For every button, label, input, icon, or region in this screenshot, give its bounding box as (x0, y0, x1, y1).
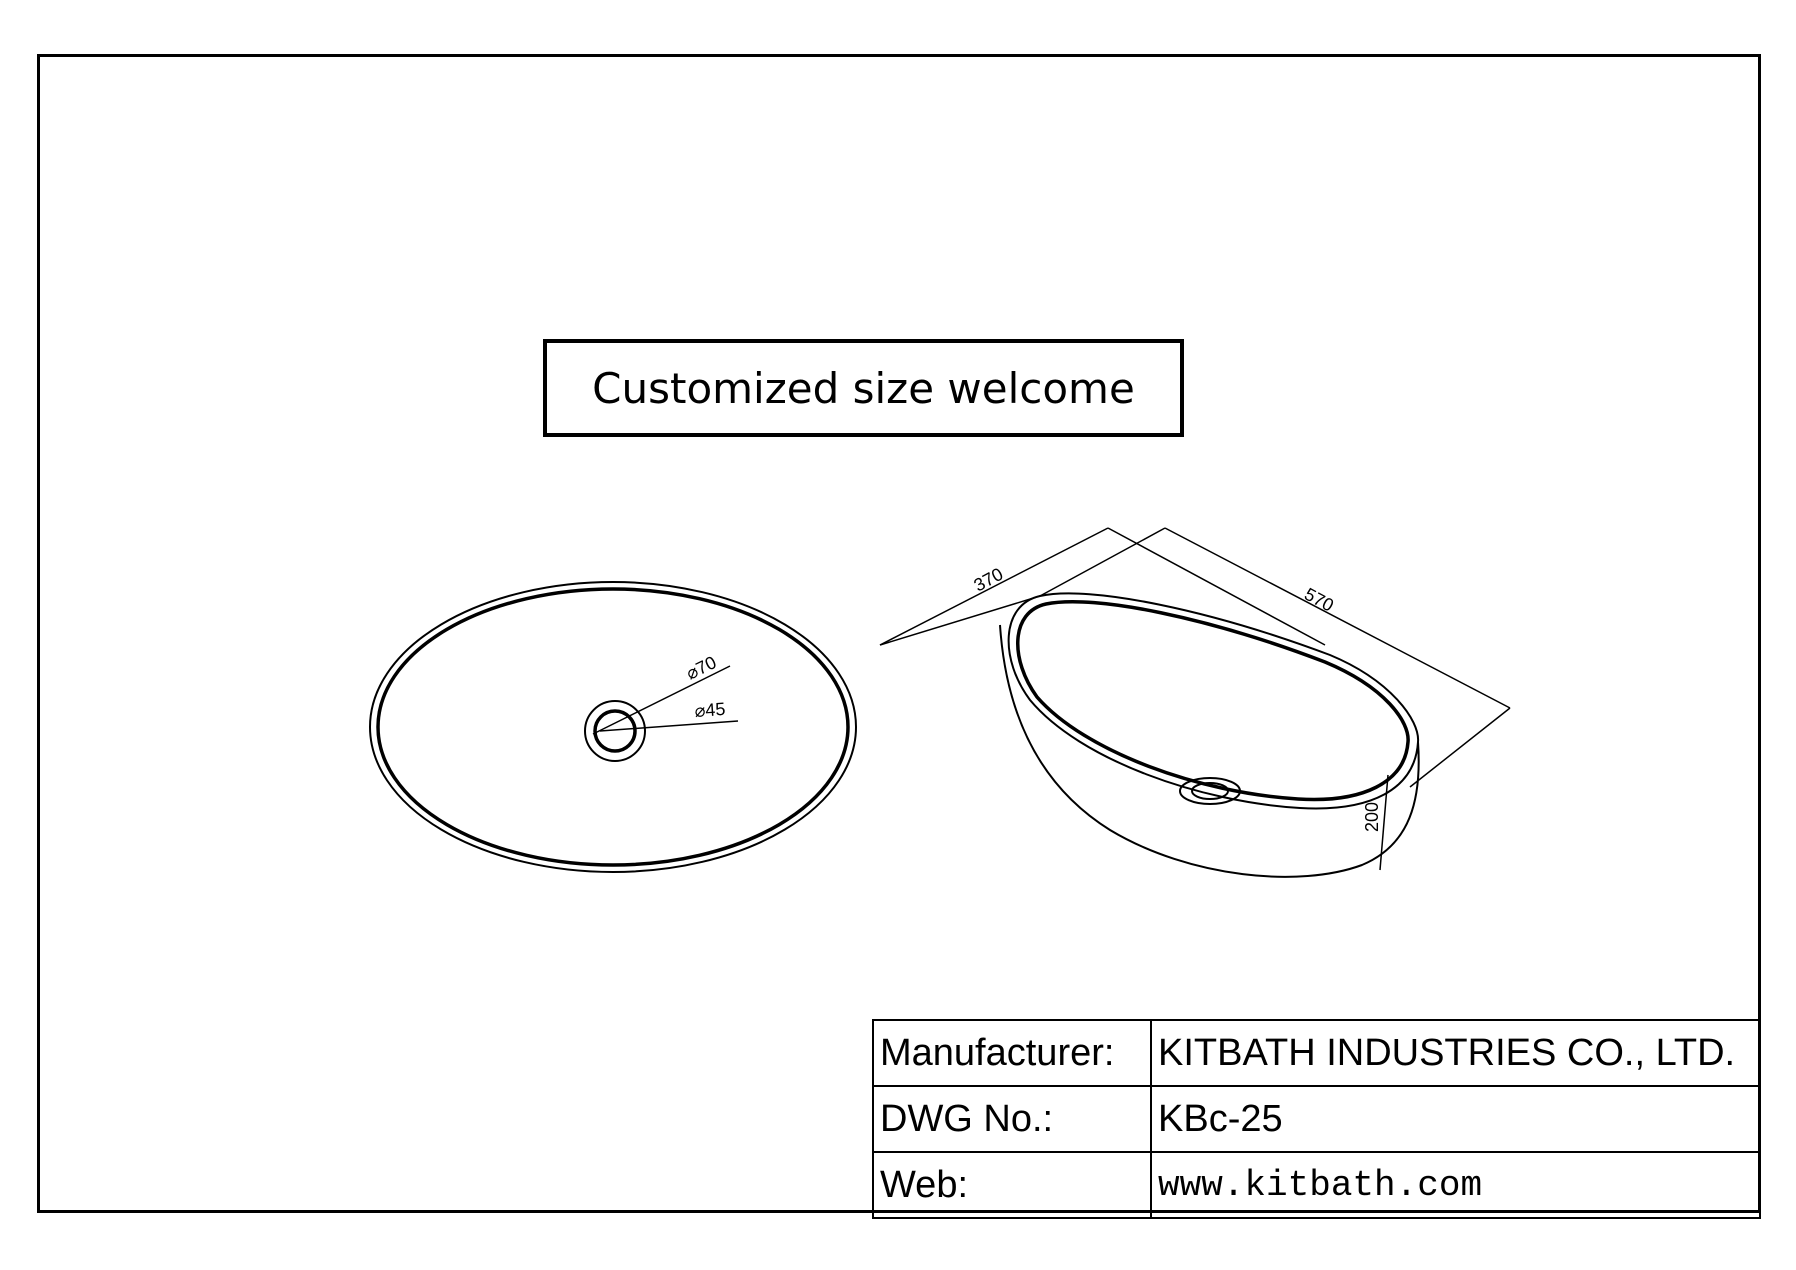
title-row-web: Web: www.kitbath.com (872, 1151, 1761, 1219)
dimension-570-extension-left (1039, 527, 1166, 597)
diameter-45-leader (599, 720, 739, 732)
customized-size-banner: Customized size welcome (543, 339, 1184, 437)
diameter-70-label: ⌀70 (683, 652, 720, 684)
banner-text: Customized size welcome (592, 363, 1135, 413)
dimension-570-label: 570 (1301, 584, 1337, 616)
iso-view (879, 527, 1511, 878)
dimension-370-line (879, 527, 1109, 646)
diameter-45-label: ⌀45 (694, 699, 726, 721)
drain-outer-circle (584, 700, 646, 762)
manufacturer-label: Manufacturer: (872, 1019, 1152, 1087)
iso-inner-rim (1016, 600, 1410, 802)
diameter-70-leader (592, 665, 731, 735)
title-block: Manufacturer: KITBATH INDUSTRIES CO., LT… (872, 1019, 1761, 1219)
iso-drain-outer (1179, 777, 1241, 805)
dimension-200-label: 200 (1362, 802, 1382, 832)
web-value: www.kitbath.com (1150, 1151, 1761, 1219)
basin-outer-rim (369, 581, 857, 873)
dimension-370-label: 370 (970, 564, 1006, 596)
dimension-370-extension-right (1107, 527, 1326, 646)
dimension-570-line (1164, 527, 1511, 709)
title-row-manufacturer: Manufacturer: KITBATH INDUSTRIES CO., LT… (872, 1019, 1761, 1087)
iso-outer-rim (1007, 592, 1420, 810)
title-row-dwg-no: DWG No.: KBc-25 (872, 1085, 1761, 1153)
dwg-no-label: DWG No.: (872, 1085, 1152, 1153)
top-view (369, 581, 857, 873)
iso-drain-inner (1191, 782, 1229, 800)
drain-inner-circle (593, 709, 637, 753)
manufacturer-value: KITBATH INDUSTRIES CO., LTD. (1150, 1019, 1761, 1087)
dwg-no-value: KBc-25 (1150, 1085, 1761, 1153)
iso-body-contour (999, 624, 1420, 878)
web-label: Web: (872, 1151, 1152, 1219)
dimension-200-line (1379, 774, 1389, 871)
dimension-370-extension-left (879, 595, 1041, 646)
dimension-570-extension-right (1409, 707, 1511, 788)
basin-inner-rim (376, 587, 850, 867)
